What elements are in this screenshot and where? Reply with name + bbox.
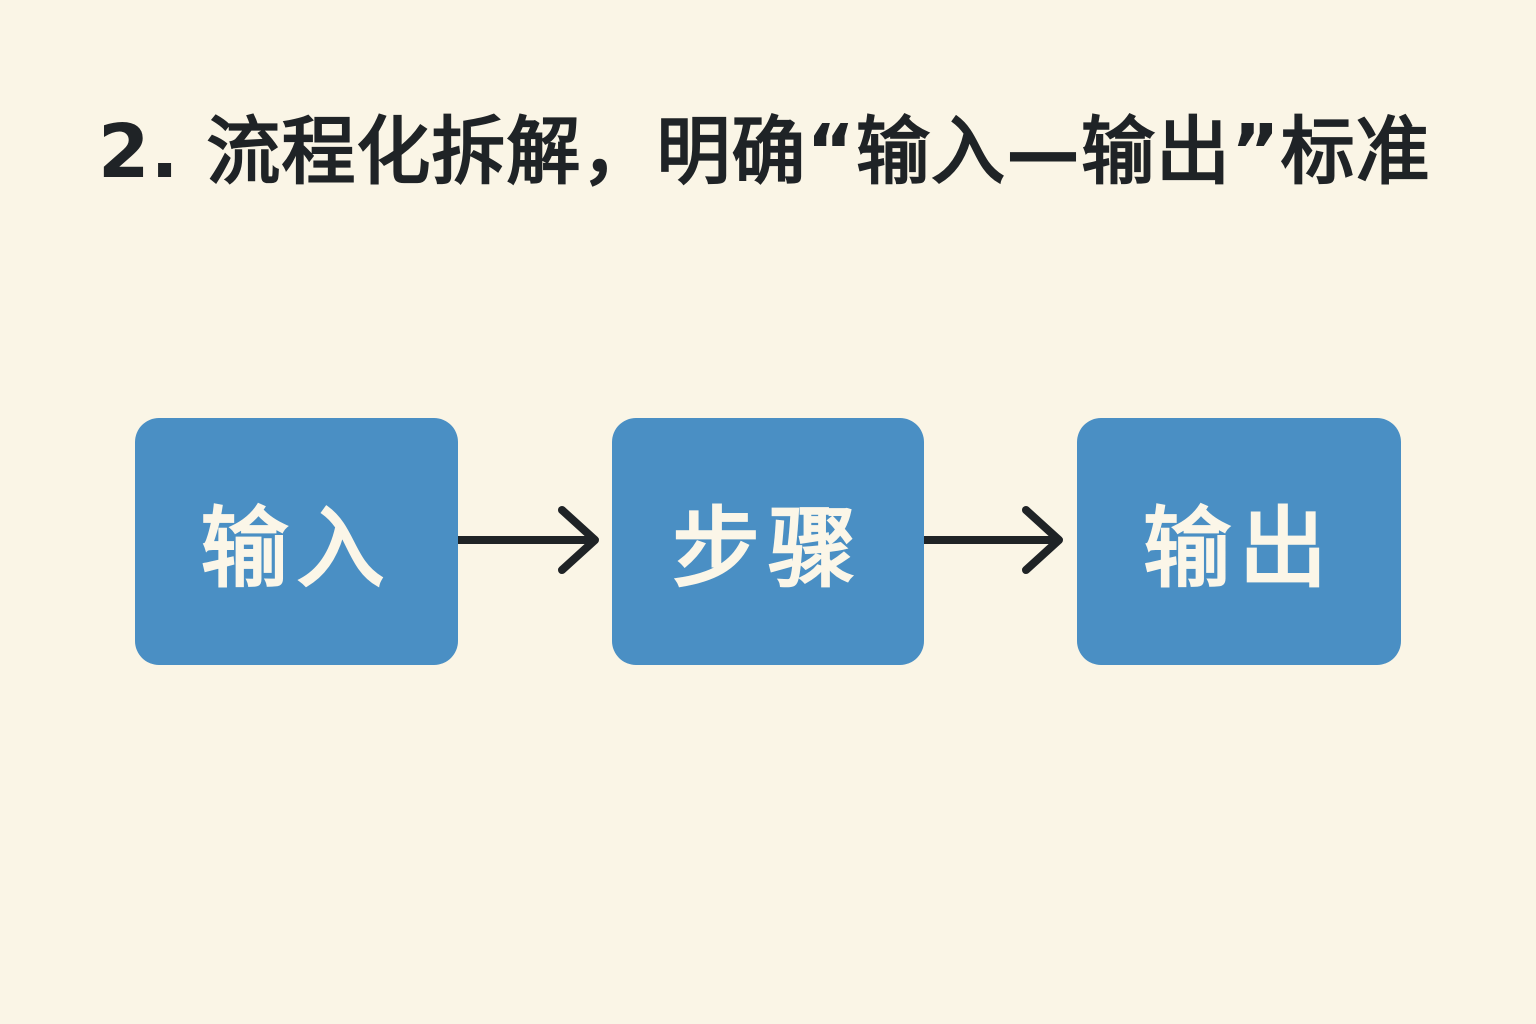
flow-step-label: 输出 <box>1142 497 1335 600</box>
flow-step-label: 步骤 <box>671 497 864 600</box>
arrow-right-icon <box>458 506 599 574</box>
arrow-right-icon <box>924 506 1063 574</box>
flow-step-label: 输入 <box>200 497 393 600</box>
flow-step-output: 输出 <box>1077 418 1401 665</box>
flow-step-process: 步骤 <box>612 418 924 665</box>
flow-step-input: 输入 <box>135 418 458 665</box>
page-title: 2. 流程化拆解，明确“输入—输出”标准 <box>98 109 1431 195</box>
